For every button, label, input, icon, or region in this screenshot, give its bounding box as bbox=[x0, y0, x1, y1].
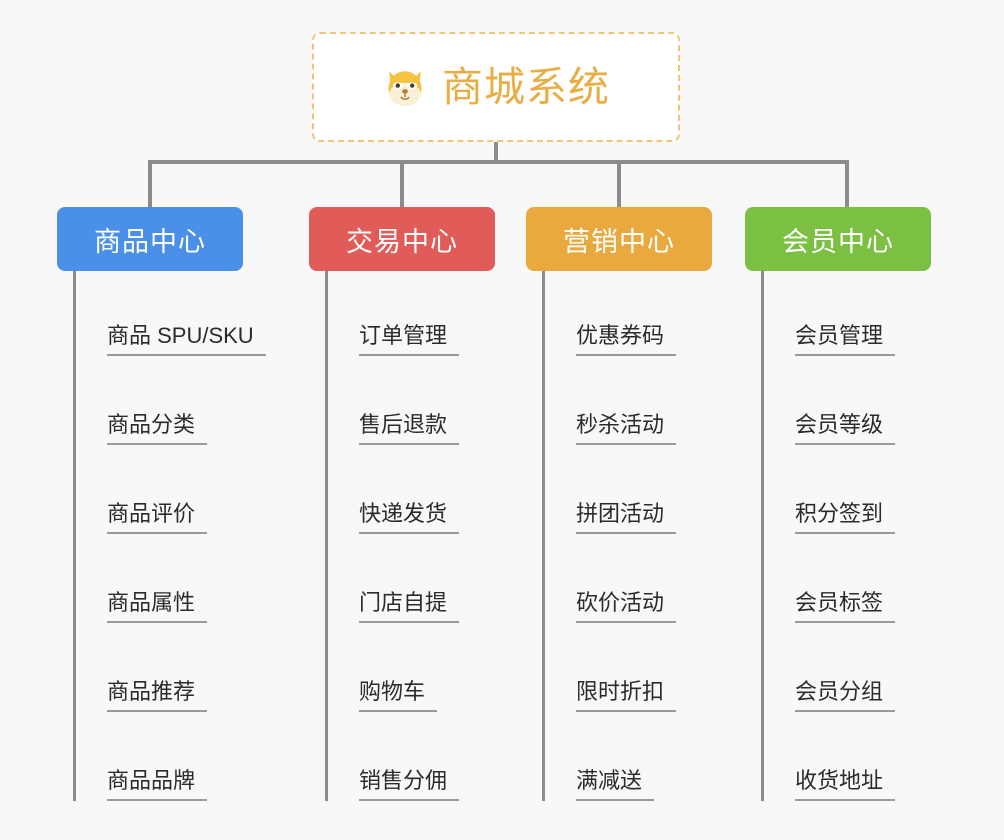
leaf-item[interactable]: 购物车 bbox=[325, 627, 459, 716]
leaf-label: 限时折扣 bbox=[576, 678, 677, 712]
leaf-item[interactable]: 商品分类 bbox=[73, 360, 266, 449]
category-label: 交易中心 bbox=[346, 226, 458, 257]
leaf-label: 商品 SPU/SKU bbox=[107, 322, 266, 356]
leaf-label: 售后退款 bbox=[359, 411, 460, 445]
leaf-label: 砍价活动 bbox=[576, 589, 677, 623]
leaf-item[interactable]: 快递发货 bbox=[325, 449, 460, 538]
column-spine bbox=[73, 271, 76, 801]
root-title: 商城系统 bbox=[442, 63, 610, 110]
leaf-item[interactable]: 商品属性 bbox=[73, 538, 266, 627]
connector-root-stem bbox=[494, 142, 498, 163]
leaf-item[interactable]: 售后退款 bbox=[325, 360, 460, 449]
leaf-item[interactable]: 销售分佣 bbox=[325, 716, 460, 805]
leaf-label: 商品推荐 bbox=[107, 678, 208, 712]
leaf-label: 收货地址 bbox=[795, 767, 896, 801]
column-spine bbox=[542, 271, 545, 801]
leaf-item[interactable]: 订单管理 bbox=[325, 271, 460, 360]
leaf-label: 销售分佣 bbox=[359, 767, 460, 801]
category-label: 商品中心 bbox=[94, 226, 206, 257]
leaf-item[interactable]: 拼团活动 bbox=[542, 449, 677, 538]
leaf-label: 满减送 bbox=[576, 767, 655, 801]
leaf-column-2: 订单管理 售后退款 快递发货 门店自提 购物车 销售分佣 bbox=[325, 271, 460, 805]
leaf-label: 会员标签 bbox=[795, 589, 896, 623]
leaf-label: 会员分组 bbox=[795, 678, 896, 712]
leaf-label: 商品品牌 bbox=[107, 767, 208, 801]
leaf-item[interactable]: 秒杀活动 bbox=[542, 360, 677, 449]
leaf-label: 购物车 bbox=[359, 678, 438, 712]
leaf-label: 订单管理 bbox=[359, 322, 460, 356]
leaf-column-4: 会员管理 会员等级 积分签到 会员标签 会员分组 收货地址 bbox=[761, 271, 896, 805]
leaf-item[interactable]: 收货地址 bbox=[761, 716, 896, 805]
leaf-item[interactable]: 砍价活动 bbox=[542, 538, 677, 627]
leaf-item[interactable]: 会员等级 bbox=[761, 360, 896, 449]
leaf-item[interactable]: 商品评价 bbox=[73, 449, 266, 538]
category-box-4[interactable]: 会员中心 bbox=[745, 207, 931, 271]
leaf-label: 秒杀活动 bbox=[576, 411, 677, 445]
leaf-item[interactable]: 优惠券码 bbox=[542, 271, 677, 360]
leaf-item[interactable]: 会员分组 bbox=[761, 627, 896, 716]
leaf-item[interactable]: 会员管理 bbox=[761, 271, 896, 360]
category-box-2[interactable]: 交易中心 bbox=[309, 207, 495, 271]
connector-horizontal-bus bbox=[148, 160, 848, 164]
category-label: 营销中心 bbox=[563, 226, 675, 257]
leaf-label: 商品属性 bbox=[107, 589, 208, 623]
leaf-item[interactable]: 商品推荐 bbox=[73, 627, 266, 716]
shiba-dog-face-icon bbox=[388, 71, 422, 107]
connector-drop-3 bbox=[617, 160, 621, 208]
leaf-label: 门店自提 bbox=[359, 589, 460, 623]
leaf-label: 商品评价 bbox=[107, 500, 208, 534]
leaf-item[interactable]: 门店自提 bbox=[325, 538, 460, 627]
leaf-label: 快递发货 bbox=[359, 500, 460, 534]
leaf-label: 拼团活动 bbox=[576, 500, 677, 534]
leaf-label: 商品分类 bbox=[107, 411, 208, 445]
column-spine bbox=[761, 271, 764, 801]
leaf-item[interactable]: 积分签到 bbox=[761, 449, 896, 538]
category-label: 会员中心 bbox=[782, 226, 894, 257]
leaf-column-1: 商品 SPU/SKU 商品分类 商品评价 商品属性 商品推荐 商品品牌 bbox=[73, 271, 266, 805]
leaf-item[interactable]: 满减送 bbox=[542, 716, 676, 805]
connector-drop-1 bbox=[148, 160, 152, 208]
leaf-item[interactable]: 限时折扣 bbox=[542, 627, 677, 716]
root-node[interactable]: 商城系统 bbox=[312, 32, 680, 142]
column-spine bbox=[325, 271, 328, 801]
leaf-label: 会员等级 bbox=[795, 411, 896, 445]
connector-drop-4 bbox=[845, 160, 849, 208]
category-box-3[interactable]: 营销中心 bbox=[526, 207, 712, 271]
leaf-item[interactable]: 商品品牌 bbox=[73, 716, 266, 805]
leaf-item[interactable]: 商品 SPU/SKU bbox=[73, 271, 266, 360]
leaf-label: 优惠券码 bbox=[576, 322, 677, 356]
leaf-column-3: 优惠券码 秒杀活动 拼团活动 砍价活动 限时折扣 满减送 bbox=[542, 271, 677, 805]
leaf-item[interactable]: 会员标签 bbox=[761, 538, 896, 627]
leaf-label: 会员管理 bbox=[795, 322, 896, 356]
leaf-label: 积分签到 bbox=[795, 500, 896, 534]
category-box-1[interactable]: 商品中心 bbox=[57, 207, 243, 271]
connector-drop-2 bbox=[400, 160, 404, 208]
